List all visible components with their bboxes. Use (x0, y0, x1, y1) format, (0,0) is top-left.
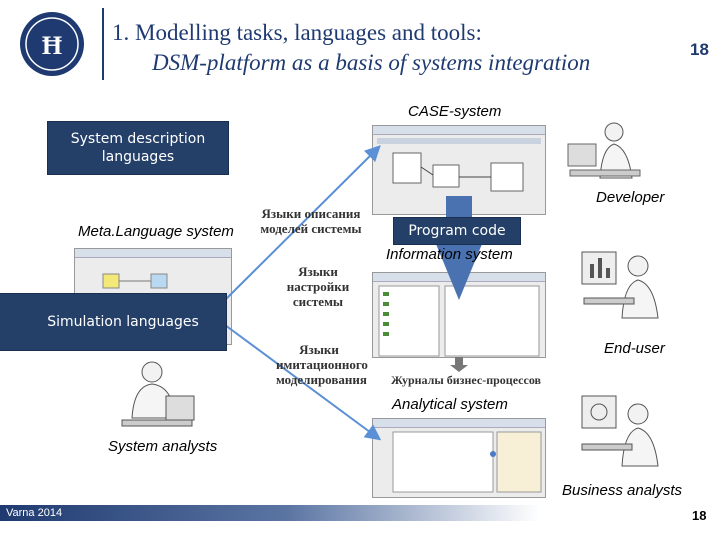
description-languages-ru: Языки описания моделей системы (260, 206, 362, 236)
footer-event: Varna 2014 (6, 507, 63, 519)
page-number-top: 18 (690, 40, 709, 59)
business-analysts-label: Business analysts (562, 482, 683, 499)
title-line-1: 1. Modelling tasks, languages and tools: (112, 20, 482, 45)
simulation-languages-callout: Simulation languages (0, 294, 226, 350)
slide-title: 1. Modelling tasks, languages and tools:… (112, 18, 632, 78)
title-line-2: DSM-platform as a basis of systems integ… (152, 50, 591, 75)
system-analysts-label: System analysts (108, 438, 218, 455)
header-divider (102, 8, 104, 80)
page-number-bottom: 18 (692, 508, 707, 523)
footer-bar (0, 505, 720, 521)
end-user-person-icon (581, 251, 659, 319)
university-logo-icon: Ħ (20, 12, 84, 76)
program-code-callout: Program code (394, 218, 520, 244)
analytical-system-label: Analytical system (392, 396, 508, 413)
slide-header: Ħ 1. Modelling tasks, languages and tool… (0, 0, 720, 95)
information-system-label: Information system (386, 246, 513, 263)
developer-person-icon (567, 122, 641, 179)
end-user-label: End-user (604, 340, 665, 357)
system-analyst-person-icon (121, 361, 195, 427)
customization-languages-ru: Языки настройки системы (286, 264, 350, 309)
metalanguage-system-label: Meta.Language system (78, 223, 234, 240)
business-analyst-person-icon (581, 395, 659, 467)
developer-label: Developer (596, 189, 665, 206)
simulation-languages-ru: Языки имитационного моделирования (276, 342, 368, 387)
analytical-system-screenshot (372, 418, 546, 498)
svg-text:Ħ: Ħ (42, 31, 62, 60)
business-logs-ru: Журналы бизнес-процессов (391, 373, 541, 387)
system-description-callout: System description languages (48, 122, 228, 174)
case-system-label: CASE-system (408, 103, 502, 120)
